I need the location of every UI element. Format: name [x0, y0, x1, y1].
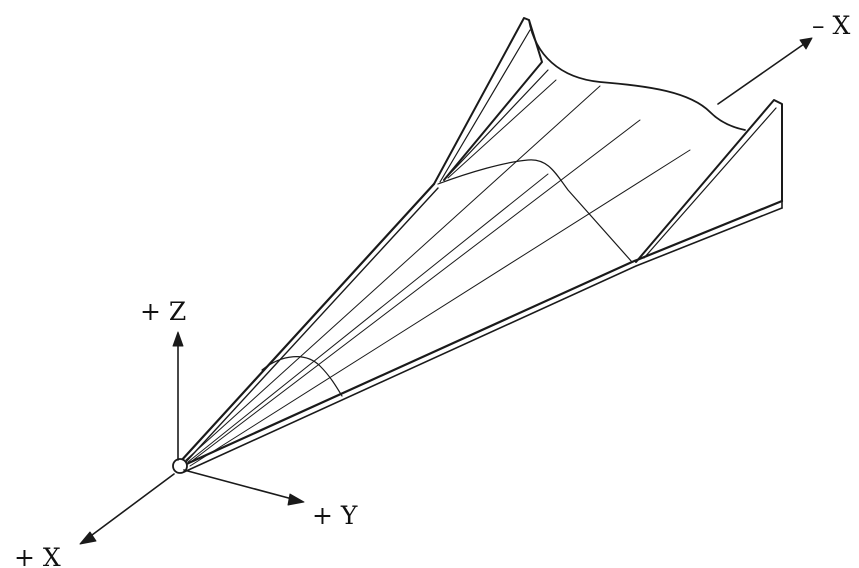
right-fin-inner: [643, 107, 777, 259]
fuselage-line-2: [187, 173, 549, 463]
forward-cross-section: [261, 356, 343, 397]
pos-x-arrowhead: [79, 531, 97, 545]
left-wing-leading-edge-inner: [183, 187, 439, 465]
pos-z-label: + Z: [140, 297, 186, 326]
pos-y-label: + Y: [312, 501, 358, 530]
neg-x-arrowhead: [799, 37, 813, 50]
pos-y-axis: [183, 469, 297, 501]
left-fin-inner-1: [439, 29, 531, 183]
mid-cross-section: [437, 159, 633, 263]
fuselage-line-3: [187, 119, 641, 465]
pos-y-arrowhead: [287, 493, 305, 506]
coordinate-axes: [79, 37, 813, 545]
left-fin-inner-3: [447, 79, 557, 179]
neg-x-axis: [717, 43, 805, 105]
top-surface-contour: [528, 19, 746, 131]
left-wing-leading-edge: [178, 182, 436, 464]
left-fin-inner-2: [443, 69, 549, 181]
aircraft-body: [178, 17, 784, 473]
neg-x-label: – X: [812, 11, 850, 40]
right-fin: [635, 99, 783, 263]
pos-z-arrowhead: [172, 331, 184, 347]
fuselage-line-4: [189, 149, 691, 467]
pos-x-axis: [87, 473, 175, 539]
fuselage-line-1: [185, 85, 601, 461]
pos-x-label: + X: [14, 543, 61, 568]
right-wing-leading-edge-inner: [183, 207, 783, 473]
